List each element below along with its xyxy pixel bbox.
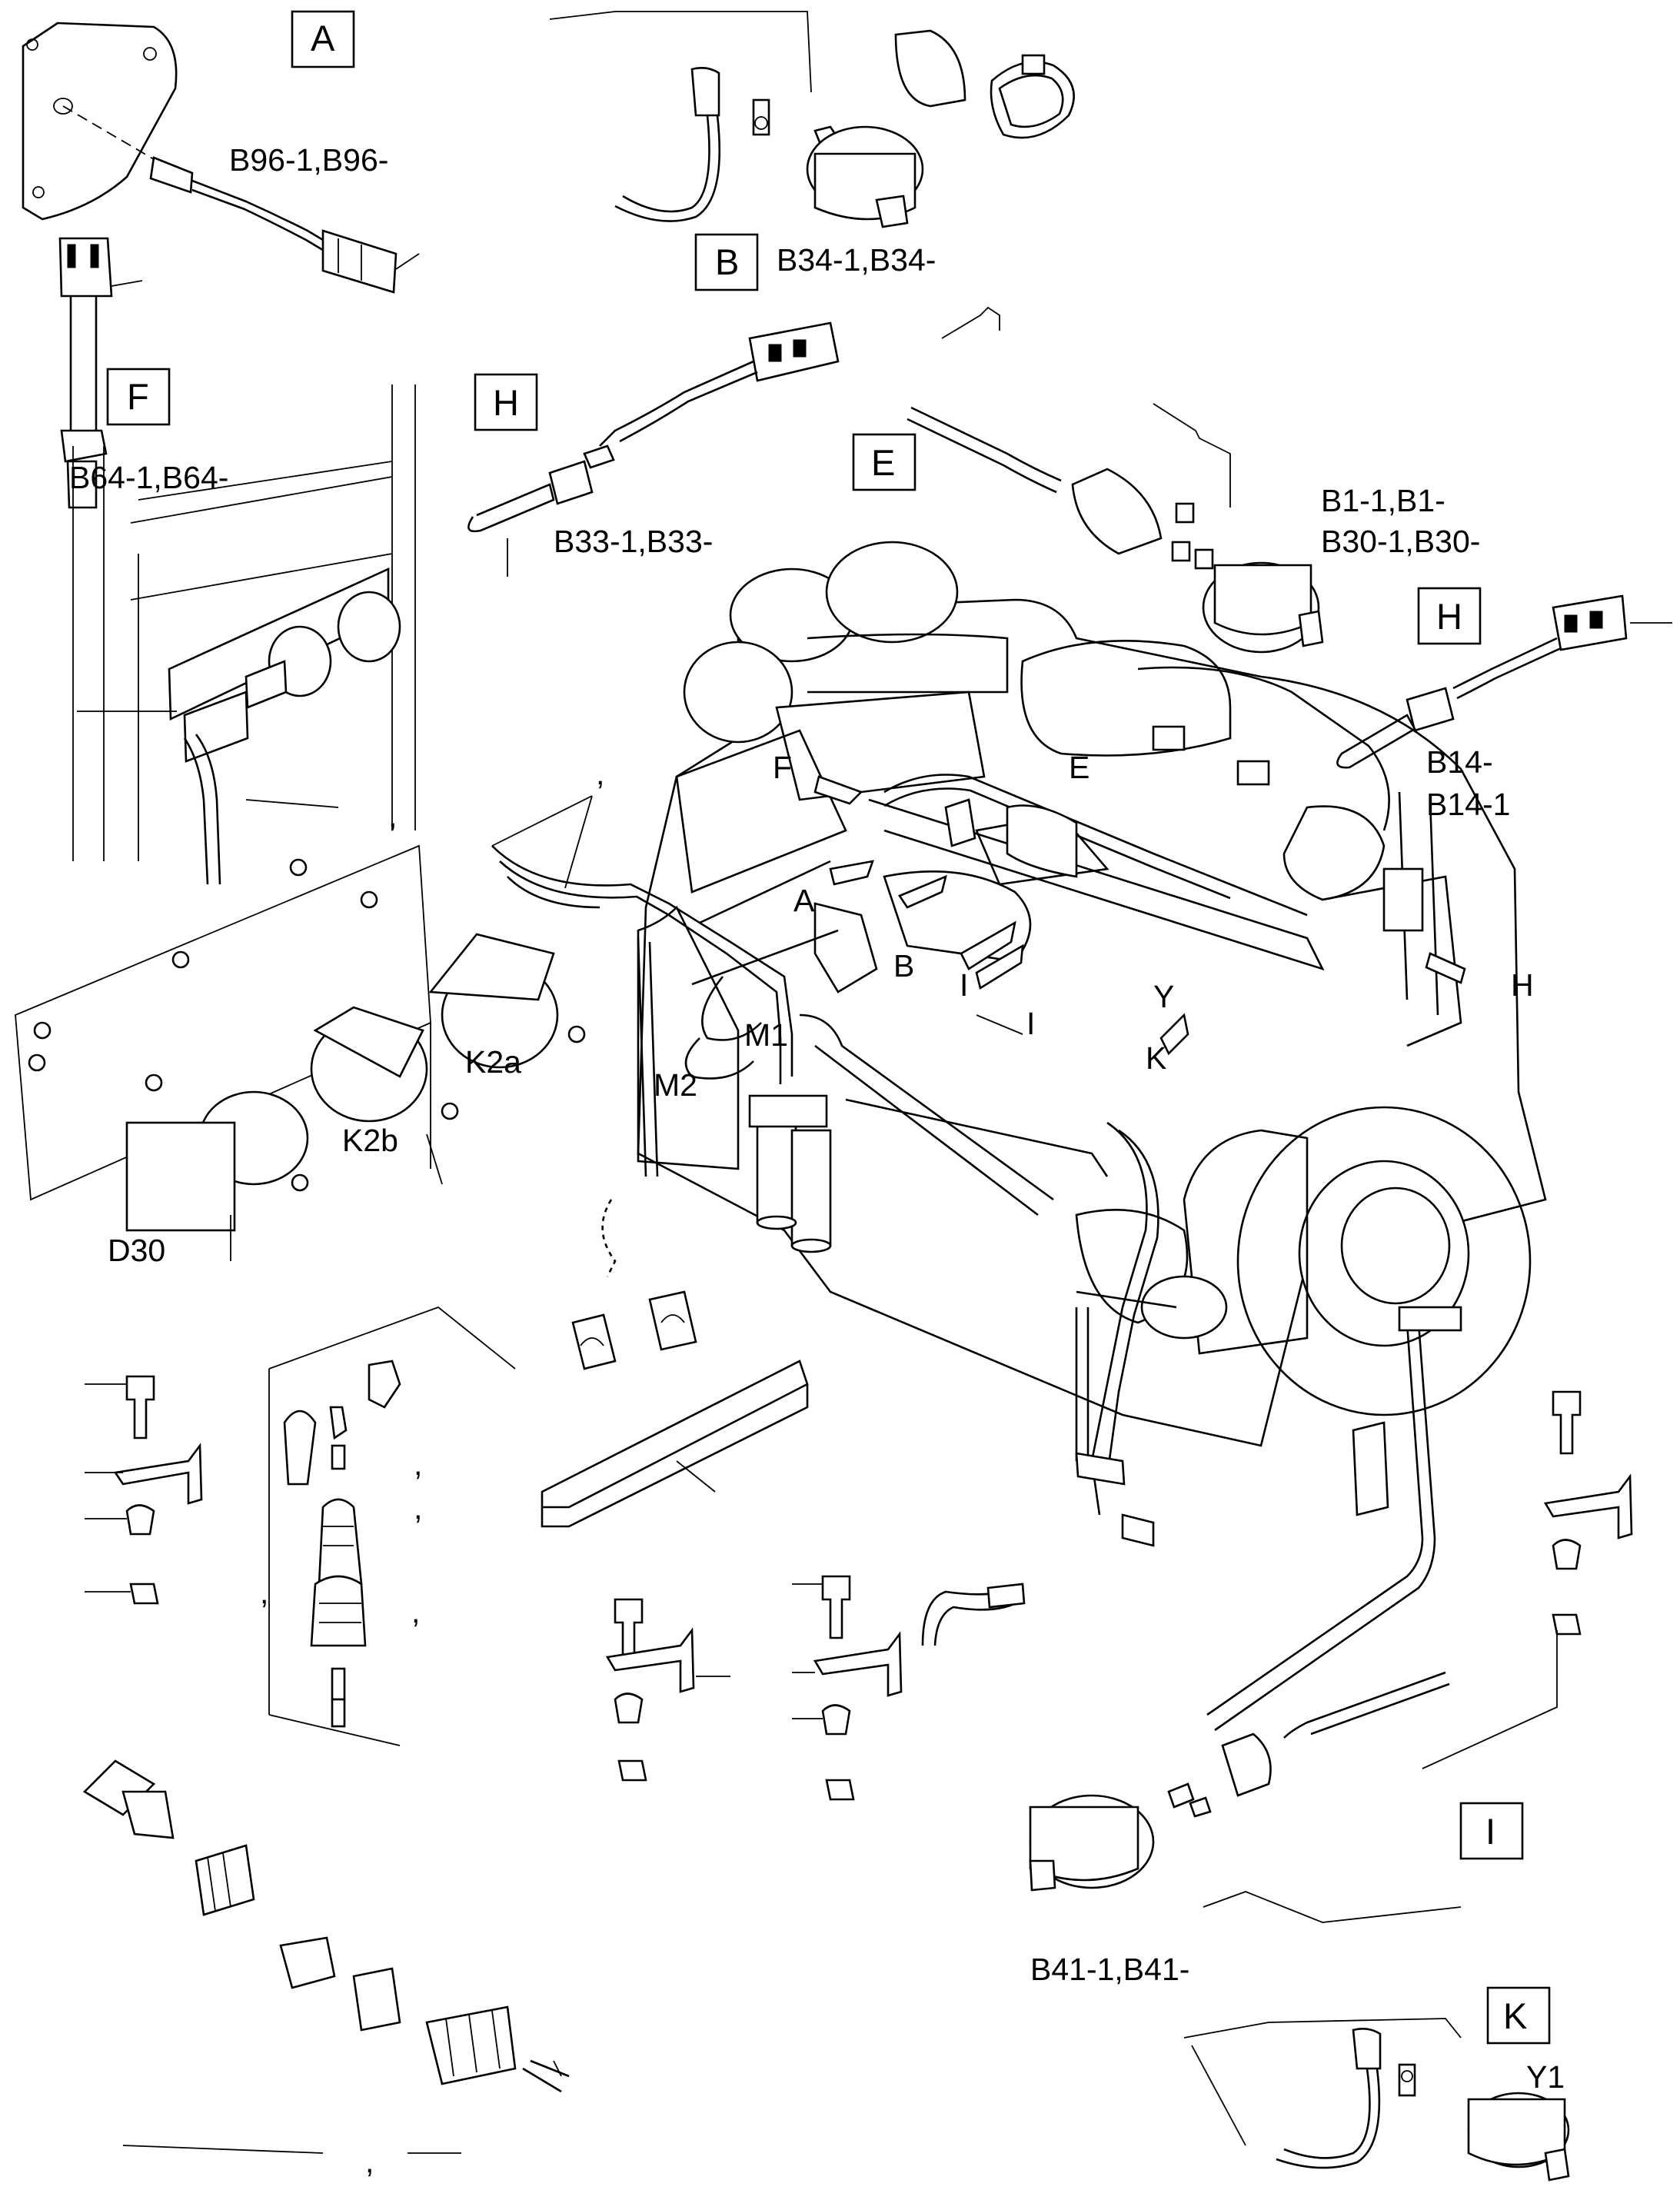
- box-f-label: F: [127, 376, 149, 417]
- box-e: [852, 433, 917, 491]
- callout-arrows: [491, 775, 1466, 1056]
- comma-7: ,: [365, 2144, 374, 2179]
- label-b30: B30-1,B30-: [1321, 524, 1480, 559]
- detail-h-sensor-1: [467, 321, 840, 577]
- callout-y: Y: [1153, 979, 1174, 1014]
- box-i-label: I: [1485, 1811, 1495, 1852]
- callout-i-2: I: [1026, 1006, 1035, 1041]
- engine-assembly: [637, 541, 1547, 1447]
- box-e-label: E: [871, 442, 895, 483]
- comma-4: ,: [414, 1490, 422, 1526]
- detail-i-sensor: [1029, 1630, 1558, 1923]
- callout-a: A: [793, 883, 815, 918]
- label-b33: B33-1,B33-: [554, 524, 713, 559]
- box-b-label: B: [715, 241, 739, 282]
- detail-b-sensor: [549, 11, 1075, 228]
- label-b34: B34-1,B34-: [777, 242, 936, 278]
- label-d30: D30: [108, 1233, 165, 1268]
- box-k: [1486, 1986, 1551, 2045]
- box-b: [694, 233, 759, 291]
- comma-2: ,: [596, 756, 604, 791]
- relay-nuts: [28, 858, 586, 1192]
- callout-i-1: I: [960, 967, 968, 1003]
- box-h-1-label: H: [493, 382, 519, 423]
- cable-connector-parts: [268, 1306, 516, 1746]
- cable-gland-parts: [82, 1759, 570, 2154]
- label-b14a: B14-: [1426, 744, 1493, 780]
- detail-k-sensor: [1183, 2018, 1570, 2182]
- box-a: [291, 10, 355, 68]
- detail-a-sensor: [22, 22, 420, 294]
- detail-f-connector: [58, 237, 143, 509]
- box-i: [1459, 1802, 1524, 1860]
- comma-3: ,: [414, 1446, 422, 1482]
- clamp-and-rail: [541, 1199, 809, 1528]
- box-f: [106, 368, 171, 426]
- label-b96: B96-1,B96-: [229, 142, 388, 178]
- relay-mount-panel: [72, 384, 416, 885]
- callout-f: F: [773, 750, 792, 785]
- detail-h-sensor-2: [1336, 594, 1672, 769]
- label-b14b: B14-1: [1426, 787, 1510, 822]
- comma-5: ,: [260, 1575, 268, 1610]
- callout-m1: M1: [744, 1017, 788, 1053]
- label-b64: B64-1,B64-: [69, 460, 228, 495]
- callout-k: K: [1146, 1040, 1166, 1076]
- bracket-set-center-2: [792, 1575, 903, 1801]
- label-y1: Y1: [1526, 2059, 1565, 2095]
- callout-e: E: [1069, 750, 1090, 785]
- comma-6: ,: [411, 1594, 420, 1629]
- callout-h: H: [1511, 967, 1534, 1003]
- bracket-set-left: [85, 1375, 203, 1605]
- label-b41: B41-1,B41-: [1030, 1952, 1189, 1987]
- callout-b: B: [893, 948, 914, 984]
- box-a-label: A: [311, 18, 335, 58]
- box-h-1: [474, 373, 538, 431]
- bracket-set-right: [1543, 1390, 1633, 1636]
- engine-wiring-harness: [491, 774, 1462, 1732]
- comma-1: ,: [388, 798, 397, 834]
- box-k-label: K: [1503, 1995, 1527, 2036]
- detail-e-sensor: [907, 306, 1324, 654]
- label-k2b: K2b: [342, 1123, 398, 1158]
- box-h-2: [1417, 587, 1482, 645]
- callout-m2: M2: [654, 1067, 697, 1103]
- box-h-2-label: H: [1436, 596, 1462, 637]
- bracket-set-center-1: [605, 1598, 730, 1782]
- label-k2a: K2a: [465, 1044, 521, 1080]
- label-b1: B1-1,B1-: [1321, 483, 1445, 518]
- relay-k2-assembly: [15, 844, 586, 1261]
